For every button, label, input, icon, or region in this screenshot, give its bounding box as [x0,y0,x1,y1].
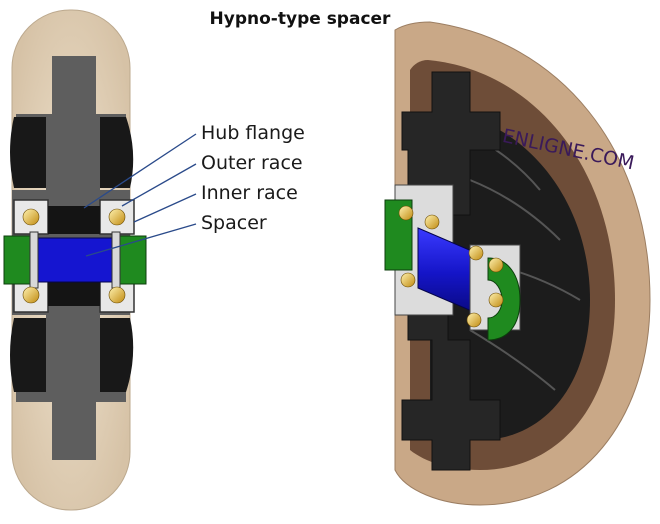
inner-race-3d-right [487,257,521,341]
leader-outer-race [121,163,197,207]
rim-pocket-bottom-right [100,318,134,392]
leader-hub-flange [83,133,197,209]
ball-3d-1 [398,205,414,221]
ball-3d-5 [488,257,504,273]
ball-3d-2 [424,214,440,230]
inner-race-lip-right [111,231,121,289]
outer-spacer-bottom [48,278,100,306]
leader-inner-race [133,193,197,223]
label-hub-flange: Hub flange [201,122,305,144]
ball-3d-6 [466,312,482,328]
spacer-2d [33,237,117,283]
ball-3 [22,286,40,304]
inner-race-lip-left [29,231,39,289]
outer-spacer-top [48,206,100,234]
ball-4 [108,286,126,304]
ball-3d-3 [400,272,416,288]
ball-1 [22,208,40,226]
ball-3d-4 [468,245,484,261]
leader-spacer [85,223,197,257]
label-spacer: Spacer [201,212,267,234]
leader-lines [83,133,197,257]
diagram-title: Hypno-type spacer [209,9,391,29]
rim-pocket-bottom-left [10,318,46,392]
rim-pocket-top-right [100,117,134,188]
label-outer-race: Outer race [201,152,303,174]
ball-2 [108,208,126,226]
label-inner-race: Inner race [201,182,298,204]
rim-pocket-top-left [10,117,46,188]
ball-3d-7 [488,292,504,308]
wheel-cutaway-3d [384,21,651,506]
wheel-section-2d [3,9,147,511]
